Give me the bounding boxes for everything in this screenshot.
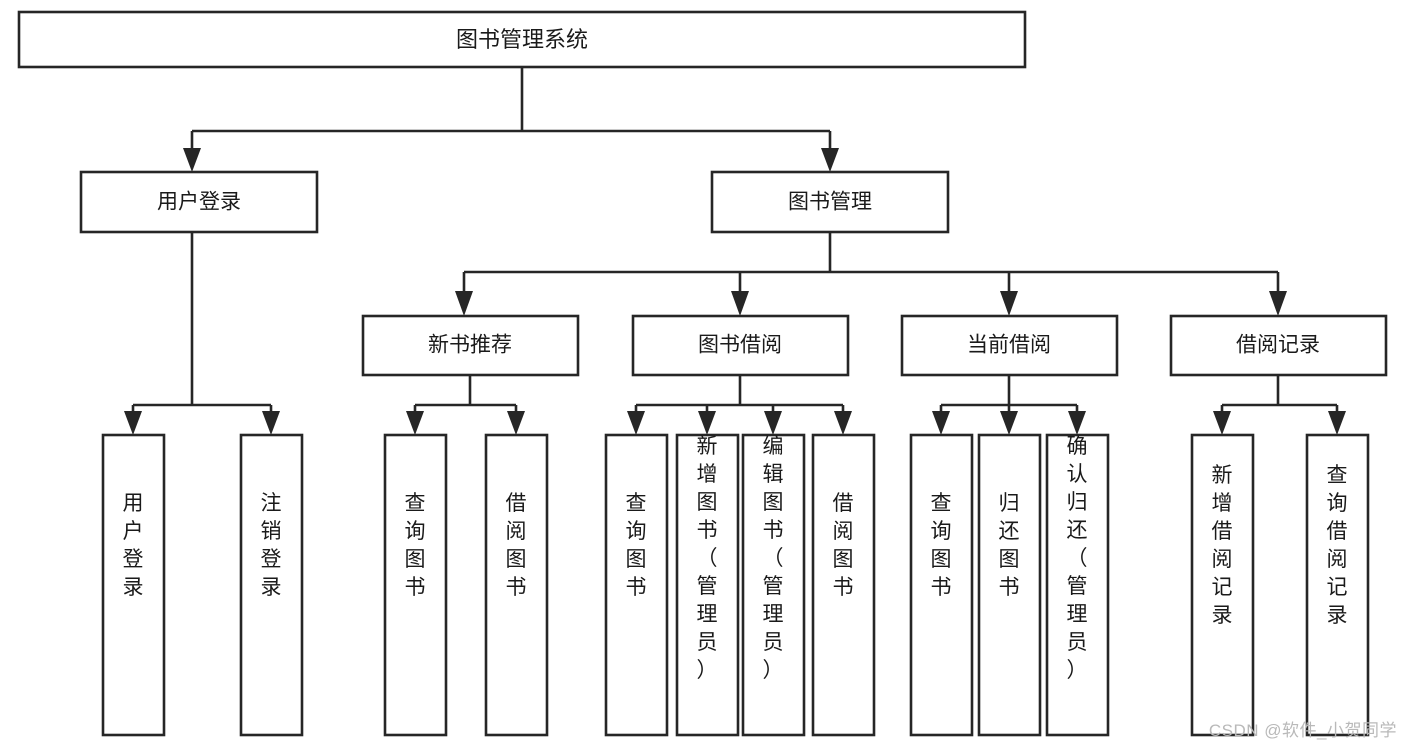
leaf-query-record-box[interactable] <box>1305 433 1370 737</box>
leaf-edit-book-box[interactable] <box>741 433 806 737</box>
leaf-query-book-1[interactable]: 查询图书 <box>383 433 448 737</box>
leaf-add-book-box[interactable] <box>675 433 740 737</box>
leaf-user-login[interactable]: 用户登录 <box>101 433 166 737</box>
connector-root-to-level2 <box>190 67 832 152</box>
connector-group-book-borrow <box>627 375 852 435</box>
connector-group-current-borrow <box>932 375 1086 435</box>
node-borrow-record-label: 借阅记录 <box>1236 334 1320 357</box>
node-borrow-record[interactable]: 借阅记录 <box>1169 314 1388 377</box>
node-new-book-recommend[interactable]: 新书推荐 <box>361 314 580 377</box>
arrow-head-leaf-query-book-1 <box>406 411 424 435</box>
leaf-logout-login-box[interactable] <box>239 433 304 737</box>
arrow-head-new-book-recommend <box>455 291 473 316</box>
arrow-head-borrow-record <box>1269 291 1287 316</box>
leaf-query-book-3-box[interactable] <box>909 433 974 737</box>
leaf-borrow-book-2-label: 借阅图书 <box>833 492 854 599</box>
leaf-add-record-label: 新增借阅记录 <box>1212 464 1233 627</box>
leaf-add-record[interactable]: 新增借阅记录 <box>1190 433 1255 737</box>
node-user-login-label: 用户登录 <box>157 191 241 214</box>
leaf-borrow-book-1-box[interactable] <box>484 433 549 737</box>
arrow-head-leaf-confirm-return <box>1068 411 1086 435</box>
arrow-head-leaf-edit-book <box>764 411 782 435</box>
watermark: CSDN @软件_小贺同学 <box>1208 721 1397 740</box>
node-current-borrow[interactable]: 当前借阅 <box>900 314 1119 377</box>
connector-bookmgmt-to-level3 <box>462 232 1280 294</box>
connector-group-user-login <box>124 232 280 435</box>
leaf-confirm-return-box[interactable] <box>1045 433 1110 737</box>
node-book-management[interactable]: 图书管理 <box>710 170 950 234</box>
arrow-head-leaf-add-book <box>698 411 716 435</box>
arrow-head-leaf-logout-login <box>262 411 280 435</box>
node-book-borrow-label: 图书借阅 <box>698 334 782 357</box>
arrow-head-leaf-query-book-3 <box>932 411 950 435</box>
connector-newbook-to-leaves <box>413 375 518 418</box>
arrow-head-user-login <box>183 148 201 172</box>
node-current-borrow-label: 当前借阅 <box>967 334 1051 357</box>
leaf-edit-book[interactable]: 编辑图书（管理员） <box>741 433 806 737</box>
leaf-query-record-label: 查询借阅记录 <box>1327 464 1348 627</box>
connector-group-new-book-recommend <box>406 375 525 435</box>
leaf-confirm-return-label: 确认归还（管理员） <box>1067 435 1088 682</box>
leaf-logout-login[interactable]: 注销登录 <box>239 433 304 737</box>
node-user-login[interactable]: 用户登录 <box>79 170 319 234</box>
leaf-confirm-return[interactable]: 确认归还（管理员） <box>1045 433 1110 737</box>
leaf-query-book-3[interactable]: 查询图书 <box>909 433 974 737</box>
arrow-head-leaf-query-book-2 <box>627 411 645 435</box>
leaf-borrow-book-2[interactable]: 借阅图书 <box>811 433 876 737</box>
node-user-login-box[interactable] <box>79 170 319 234</box>
connector-bookborrow-to-leaves <box>634 375 845 418</box>
arrow-head-leaf-borrow-book-2 <box>834 411 852 435</box>
node-root-label: 图书管理系统 <box>456 27 588 52</box>
arrow-head-leaf-user-login <box>124 411 142 435</box>
arrow-head-book-borrow <box>731 291 749 316</box>
arrow-head-leaf-add-record <box>1213 411 1231 435</box>
arrow-head-leaf-query-record <box>1328 411 1346 435</box>
connector-group-root <box>183 67 839 172</box>
leaf-add-book[interactable]: 新增图书（管理员） <box>675 433 740 737</box>
leaf-query-book-2[interactable]: 查询图书 <box>604 433 669 737</box>
arrow-head-leaf-return-book <box>1000 411 1018 435</box>
leaf-add-record-box[interactable] <box>1190 433 1255 737</box>
connector-userlogin-to-leaves <box>131 232 273 418</box>
leaf-query-book-3-label: 查询图书 <box>931 492 952 599</box>
leaf-user-login-box[interactable] <box>101 433 166 737</box>
leaf-query-book-2-box[interactable] <box>604 433 669 737</box>
leaf-return-book-box[interactable] <box>977 433 1042 737</box>
node-borrow-record-box[interactable] <box>1169 314 1388 377</box>
node-book-borrow-box[interactable] <box>631 314 850 377</box>
node-current-borrow-box[interactable] <box>900 314 1119 377</box>
node-new-book-recommend-label: 新书推荐 <box>428 334 512 357</box>
connector-group-book-management <box>455 232 1287 316</box>
leaf-edit-book-label: 编辑图书（管理员） <box>763 435 784 682</box>
leaf-borrow-book-1-label: 借阅图书 <box>506 492 527 599</box>
node-root-box[interactable] <box>17 10 1027 69</box>
arrow-head-leaf-borrow-book-1 <box>507 411 525 435</box>
node-book-management-box[interactable] <box>710 170 950 234</box>
leaf-query-record[interactable]: 查询借阅记录 <box>1305 433 1370 737</box>
node-book-management-label: 图书管理 <box>788 191 872 214</box>
leaf-return-book[interactable]: 归还图书 <box>977 433 1042 737</box>
node-new-book-recommend-box[interactable] <box>361 314 580 377</box>
node-book-borrow[interactable]: 图书借阅 <box>631 314 850 377</box>
leaf-borrow-book-1[interactable]: 借阅图书 <box>484 433 549 737</box>
connector-group-borrow-record <box>1213 375 1346 435</box>
arrow-head-book-management <box>821 148 839 172</box>
leaf-borrow-book-2-box[interactable] <box>811 433 876 737</box>
leaf-add-book-label: 新增图书（管理员） <box>697 435 718 682</box>
leaf-return-book-label: 归还图书 <box>999 492 1020 599</box>
node-root[interactable]: 图书管理系统 <box>17 10 1027 69</box>
connector-borrowrecord-to-leaves <box>1220 375 1339 418</box>
leaf-logout-login-label: 注销登录 <box>261 492 282 599</box>
leaf-user-login-label: 用户登录 <box>123 492 144 599</box>
leaf-query-book-2-label: 查询图书 <box>626 492 647 599</box>
arrow-head-current-borrow <box>1000 291 1018 316</box>
leaf-query-book-1-label: 查询图书 <box>405 492 426 599</box>
leaf-query-book-1-box[interactable] <box>383 433 448 737</box>
